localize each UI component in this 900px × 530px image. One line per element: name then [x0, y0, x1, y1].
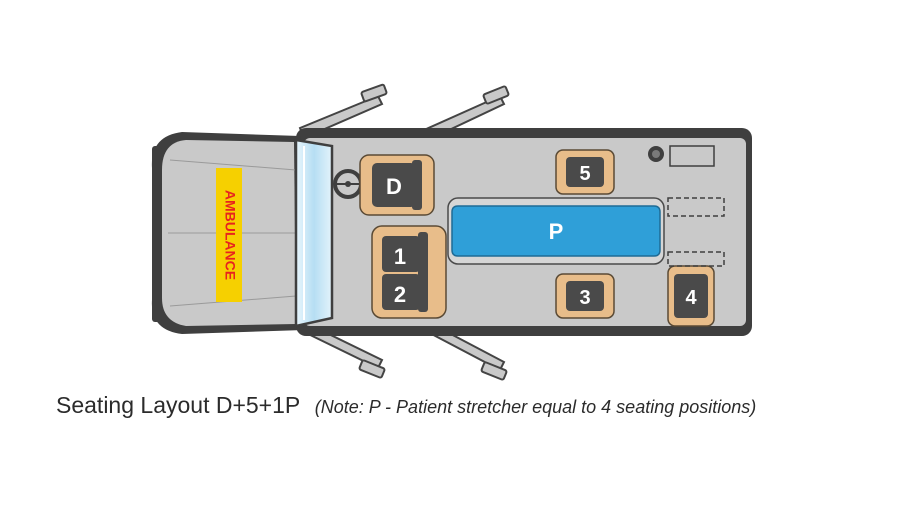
- patient-stretcher[interactable]: P: [447, 197, 665, 265]
- seat-3[interactable]: 3: [555, 273, 615, 319]
- windshield: [294, 138, 334, 328]
- seat-bench-front-passenger[interactable]: 1 2: [371, 225, 447, 319]
- ambulance-label: AMBULANCE: [216, 168, 242, 302]
- caption-note: (Note: P - Patient stretcher equal to 4 …: [314, 397, 757, 417]
- caption: Seating Layout D+5+1P (Note: P - Patient…: [56, 392, 896, 419]
- seat-5[interactable]: 5: [555, 149, 615, 195]
- seat-4[interactable]: 4: [667, 265, 715, 327]
- seat-driver[interactable]: D: [359, 154, 435, 216]
- stretcher-label: P: [549, 219, 564, 244]
- rear-cabinet: [648, 145, 725, 267]
- seat-1-label: 1: [394, 244, 406, 269]
- seat-4-label: 4: [685, 287, 697, 309]
- seat-2-label: 2: [394, 282, 406, 307]
- caption-title: Seating Layout D+5+1P: [56, 392, 301, 418]
- seat-driver-label: D: [386, 174, 402, 199]
- seat-5-label: 5: [579, 163, 590, 185]
- seat-3-label: 3: [579, 287, 590, 309]
- ambulance-label-text: AMBULANCE: [222, 190, 238, 280]
